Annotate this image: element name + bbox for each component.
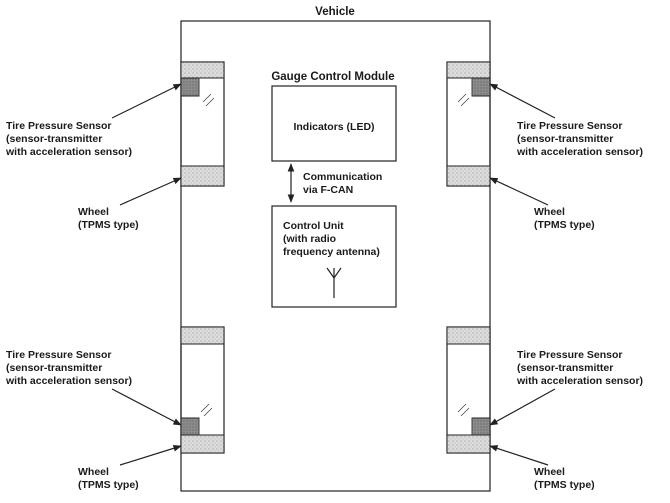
- wheel-label-front-left-2: (TPMS type): [78, 219, 139, 231]
- control-unit-line-2: (with radio: [283, 233, 336, 245]
- sensor-label-rear-left-3: with acceleration sensor): [5, 375, 132, 387]
- sensor-rear-left: [180, 417, 200, 436]
- sensor-label-front-left-1: Tire Pressure Sensor: [6, 120, 111, 132]
- sensor-label-front-left-2: (sensor-transmitter: [6, 133, 102, 145]
- wheel-label-rear-right-2: (TPMS type): [534, 479, 595, 491]
- leader-sensor-rear-right: [489, 388, 556, 426]
- antenna-icon: [326, 267, 342, 298]
- leader-sensor-rear-left: [111, 388, 182, 426]
- sensor-label-front-right-1: Tire Pressure Sensor: [517, 120, 622, 132]
- wheel-label-rear-left-1: Wheel: [78, 466, 109, 478]
- sensor-front-left: [180, 77, 200, 97]
- sensor-label-front-left-3: with acceleration sensor): [5, 146, 132, 158]
- leader-sensor-front-left: [111, 83, 182, 119]
- sensor-rear-right: [471, 417, 491, 436]
- wheel-front-right: [446, 61, 491, 187]
- sensor-label-front-right-3: with acceleration sensor): [516, 146, 643, 158]
- sensor-label-rear-right-2: (sensor-transmitter: [517, 362, 613, 374]
- sensor-front-right: [471, 77, 491, 97]
- wheel-label-front-right-2: (TPMS type): [534, 219, 595, 231]
- indicators-label: Indicators (LED): [293, 121, 374, 133]
- vehicle-outline: [180, 20, 491, 492]
- sensor-label-rear-right-1: Tire Pressure Sensor: [517, 349, 622, 361]
- sensor-label-rear-left-2: (sensor-transmitter: [6, 362, 102, 374]
- leader-wheel-rear-left: [119, 445, 182, 466]
- wheel-label-front-right-1: Wheel: [534, 206, 565, 218]
- wheel-front-left: [180, 61, 225, 187]
- communication-line-2: via F-CAN: [303, 184, 353, 196]
- sensor-label-rear-right-3: with acceleration sensor): [516, 375, 643, 387]
- wheel-label-rear-left-2: (TPMS type): [78, 479, 139, 491]
- leader-wheel-front-left: [119, 177, 182, 206]
- leader-sensor-front-right: [489, 83, 556, 119]
- control-unit-line-3: frequency antenna): [283, 246, 380, 258]
- gauge-module-box: [271, 85, 397, 162]
- communication-line-1: Communication: [303, 171, 382, 183]
- control-unit-line-1: Control Unit: [283, 220, 344, 232]
- wheel-rear-right: [446, 326, 491, 454]
- leader-wheel-front-right: [489, 177, 549, 206]
- vehicle-label: Vehicle: [315, 6, 355, 18]
- control-unit-box: [271, 205, 397, 308]
- leader-wheel-rear-right: [489, 445, 549, 466]
- gauge-module-title: Gauge Control Module: [271, 71, 394, 83]
- sensor-label-front-right-2: (sensor-transmitter: [517, 133, 613, 145]
- sensor-label-rear-left-1: Tire Pressure Sensor: [6, 349, 111, 361]
- wheel-rear-left: [180, 326, 225, 454]
- wheel-label-front-left-1: Wheel: [78, 206, 109, 218]
- wheel-label-rear-right-1: Wheel: [534, 466, 565, 478]
